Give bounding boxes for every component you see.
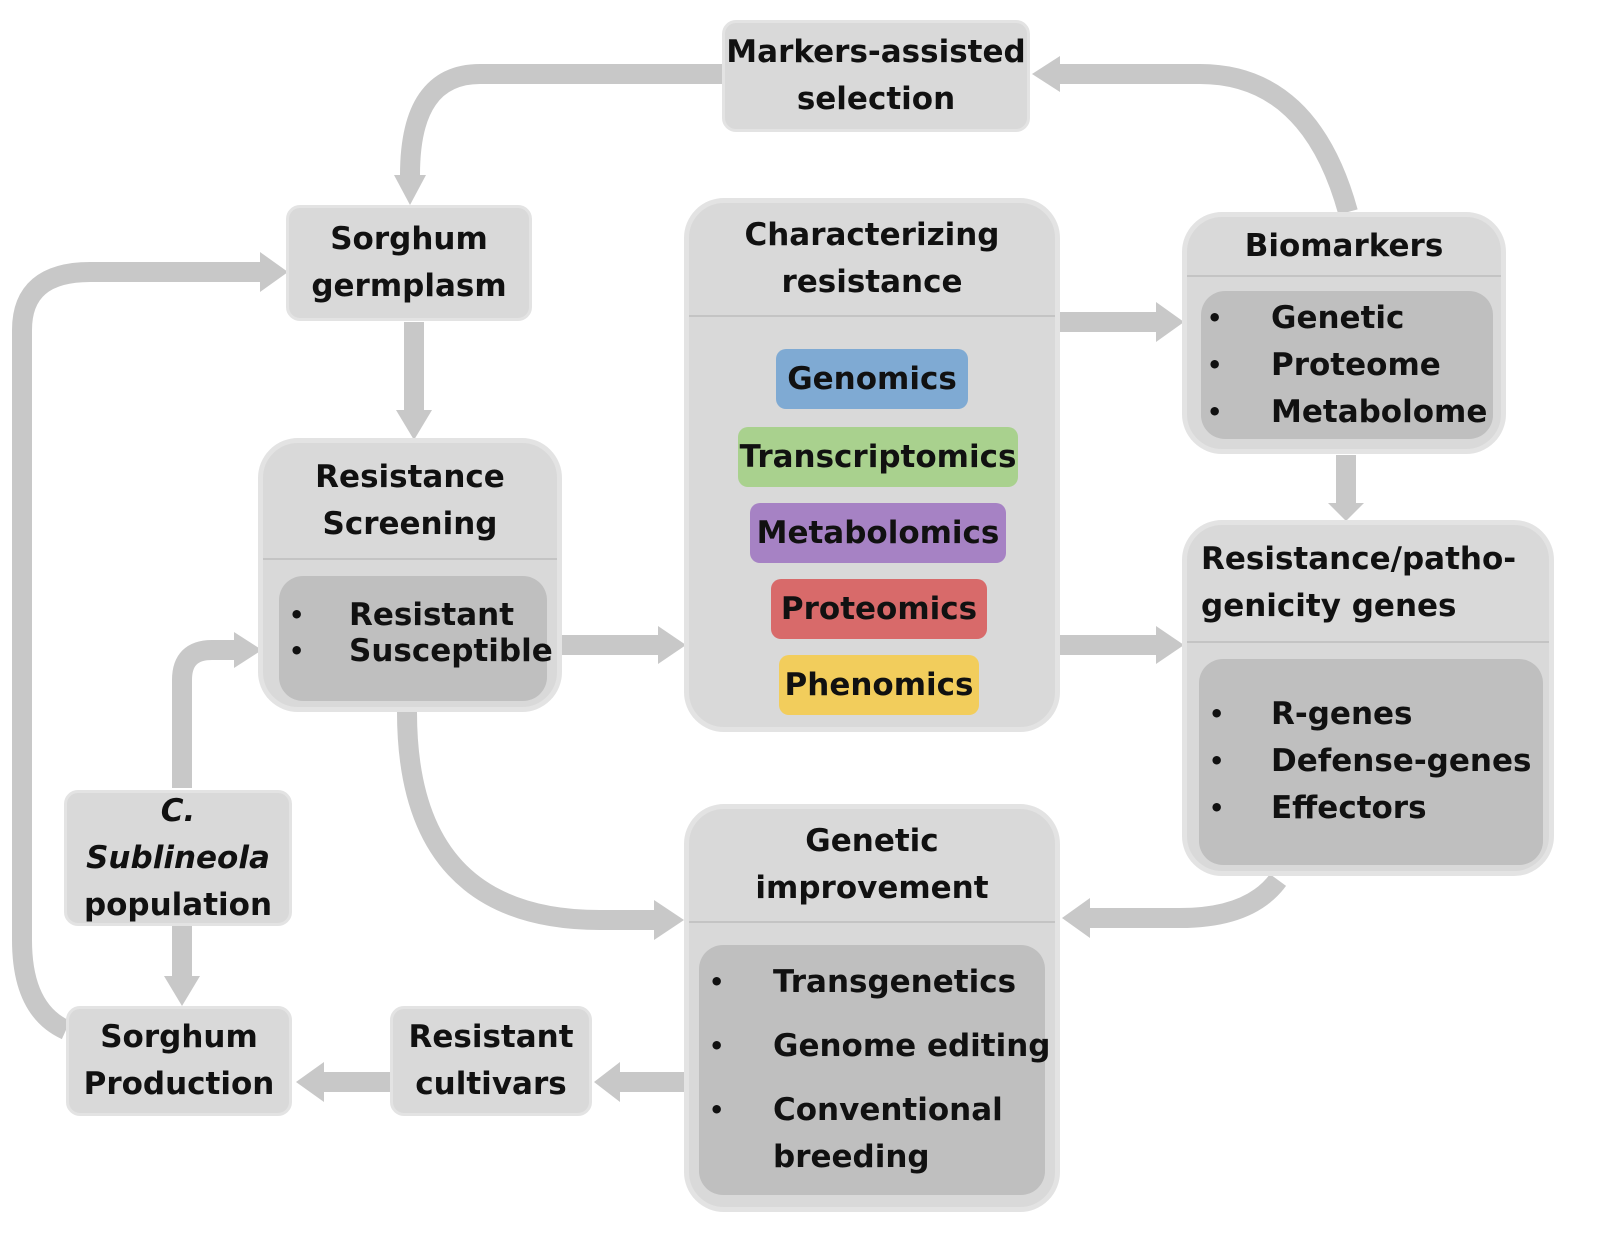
proteomics-tag: Proteomics <box>771 579 987 639</box>
arrowhead-improvement-right <box>1062 898 1090 938</box>
bullet-icon: • <box>709 1096 725 1124</box>
arrow-production-to-germplasm <box>12 262 262 1040</box>
genetic-improvement-list: • Transgenetics • Genome editing • Conve… <box>699 945 1051 1195</box>
bullet-icon: • <box>1209 794 1225 822</box>
list-item-label: Metabolome <box>1271 394 1488 430</box>
markers-assisted-line1: Markers-assisted <box>726 34 1026 70</box>
genomics-tag: Genomics <box>776 349 968 409</box>
pathogen-population-line1: C. Sublineola <box>86 792 270 876</box>
genetic-improvement-title-line1: Genetic <box>805 823 939 859</box>
sorghum-germplasm-line1: Sorghum <box>330 221 488 257</box>
resistance-screening-title: Resistance Screening <box>263 443 557 560</box>
list-item-label: Effectors <box>1271 790 1427 826</box>
list-item-label: Defense-genes <box>1271 743 1532 779</box>
sorghum-production-line1: Sorghum <box>100 1019 258 1055</box>
bullet-icon: • <box>1209 700 1225 728</box>
sorghum-germplasm-box: Sorghum germplasm <box>286 205 532 321</box>
resistant-cultivars-line2: cultivars <box>415 1066 567 1102</box>
resistant-cultivars-line1: Resistant <box>408 1019 574 1055</box>
arrow-pathogen-to-screening <box>172 640 236 788</box>
resistance-screening-title-line2: Screening <box>322 505 498 542</box>
sorghum-germplasm-line2: germplasm <box>311 268 507 304</box>
resistance-screening-list: • Resistant • Susceptible <box>279 576 553 701</box>
genetic-improvement-title: Genetic improvement <box>689 809 1055 923</box>
arrowhead-screening-top <box>396 410 432 440</box>
resistance-genes-list: • R-genes • Defense-genes • Effectors <box>1199 659 1543 865</box>
biomarkers-title-text: Biomarkers <box>1244 227 1444 264</box>
bullet-icon: • <box>1209 747 1225 775</box>
resistance-genes-panel: Resistance/patho- genicity genes • R-gen… <box>1182 520 1554 876</box>
list-item-label: R-genes <box>1271 696 1413 732</box>
markers-assisted-selection-box: Markers-assisted selection <box>722 20 1030 132</box>
resistance-screening-panel: Resistance Screening • Resistant • Susce… <box>258 438 562 712</box>
list-item-label: Genome editing <box>773 1028 1051 1064</box>
metabolomics-tag: Metabolomics <box>750 503 1006 563</box>
markers-assisted-line2: selection <box>796 81 956 117</box>
biomarkers-title: Biomarkers <box>1187 217 1501 277</box>
arrowhead-cultivars-right <box>594 1062 620 1102</box>
arrowhead-germplasm-left <box>260 252 288 292</box>
arrow-screening-to-improvement <box>397 711 655 930</box>
arrowhead-genes-top <box>1328 503 1364 521</box>
arrowhead-germplasm-top <box>394 175 426 205</box>
bullet-icon: • <box>1207 304 1223 332</box>
arrowhead-genes-left <box>1156 626 1184 664</box>
arrow-genes-to-improvement <box>1090 873 1287 928</box>
characterizing-title-line2: resistance <box>781 264 963 300</box>
arrow-biomarkers-to-markers <box>1060 64 1358 215</box>
list-item-label: Transgenetics <box>773 964 1017 1000</box>
pathogen-population-box: C. Sublineola population <box>64 790 292 926</box>
transcriptomics-tag: Transcriptomics <box>738 427 1018 487</box>
bullet-icon: • <box>1207 398 1223 426</box>
biomarkers-list: • Genetic • Proteome • Metabolome <box>1201 291 1493 439</box>
characterizing-title-line1: Characterizing <box>744 217 1000 253</box>
list-item-label: Genetic <box>1271 300 1405 336</box>
arrowhead-characterizing-left <box>658 626 686 664</box>
biomarkers-panel: Biomarkers • Genetic • Proteome • Metabo… <box>1182 212 1506 454</box>
arrow-markers-to-germplasm <box>400 64 722 176</box>
list-item-label: breeding <box>773 1139 930 1175</box>
genetic-improvement-panel: Genetic improvement • Transgenetics • Ge… <box>684 804 1060 1212</box>
arrowhead-screening-left <box>234 632 262 668</box>
bullet-icon: • <box>289 637 305 665</box>
arrowhead-biomarkers-left <box>1156 302 1184 342</box>
arrowhead-production-top <box>164 976 200 1006</box>
arrowhead-production-right <box>296 1062 324 1102</box>
resistance-genes-title-line2: genicity genes <box>1201 588 1457 624</box>
list-item-label: Conventional <box>773 1092 1003 1128</box>
list-item-label: Susceptible <box>349 633 553 669</box>
characterizing-resistance-title: Characterizing resistance <box>689 203 1055 317</box>
bullet-icon: • <box>709 968 725 996</box>
resistance-genes-title-line1: Resistance/patho- <box>1201 541 1517 577</box>
resistant-cultivars-box: Resistant cultivars <box>390 1006 592 1116</box>
sorghum-production-line2: Production <box>83 1066 275 1102</box>
phenomics-tag: Phenomics <box>779 655 979 715</box>
resistance-genes-title: Resistance/patho- genicity genes <box>1187 525 1549 643</box>
arrowhead-improvement-left <box>654 900 684 940</box>
bullet-icon: • <box>289 601 305 629</box>
resistance-screening-title-line1: Resistance <box>315 458 505 495</box>
list-item-label: Proteome <box>1271 347 1441 383</box>
list-item-label: Resistant <box>349 597 515 633</box>
arrowhead-markers-right <box>1032 56 1060 92</box>
sorghum-production-box: Sorghum Production <box>66 1006 292 1116</box>
genetic-improvement-title-line2: improvement <box>755 870 989 906</box>
bullet-icon: • <box>709 1032 725 1060</box>
bullet-icon: • <box>1207 351 1223 379</box>
characterizing-resistance-panel: Characterizing resistance Genomics Trans… <box>684 198 1060 732</box>
pathogen-population-line2: population <box>83 886 273 923</box>
